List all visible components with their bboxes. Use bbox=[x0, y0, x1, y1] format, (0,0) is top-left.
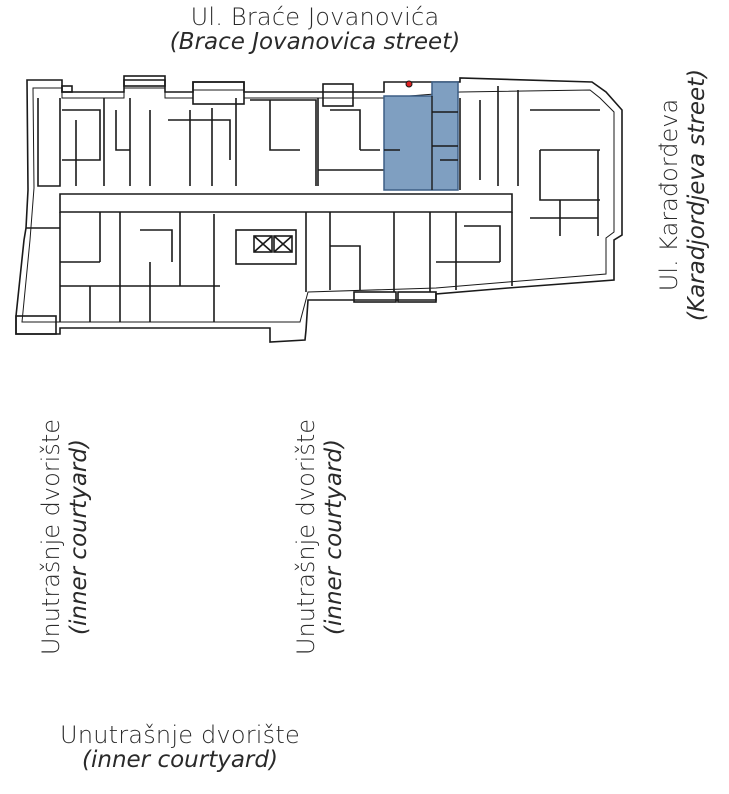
location-marker bbox=[405, 80, 413, 88]
corridor bbox=[59, 193, 513, 213]
building-outline bbox=[15, 77, 623, 343]
courtyard-label-left: Unutrašnje dvorište (inner courtyard) bbox=[36, 387, 92, 687]
balcony bbox=[61, 85, 73, 93]
elevator-cross bbox=[253, 235, 293, 253]
stair-core bbox=[235, 229, 297, 265]
courtyard-name-left-en: (inner courtyard) bbox=[65, 439, 92, 635]
courtyard-name-middle-en: (inner courtyard) bbox=[320, 439, 347, 635]
courtyard-name-left: Unutrašnje dvorište bbox=[36, 418, 65, 656]
courtyard-label-middle: Unutrašnje dvorište (inner courtyard) bbox=[291, 387, 347, 687]
rooms-right bbox=[459, 86, 600, 286]
balcony bbox=[192, 81, 245, 105]
street-name-top-en: (Brace Jovanovica street) bbox=[169, 29, 461, 56]
balcony bbox=[322, 83, 354, 107]
elevator bbox=[273, 235, 293, 253]
building-outline-inner bbox=[21, 87, 615, 323]
highlighted-apartment[interactable] bbox=[383, 81, 459, 191]
balcony bbox=[15, 315, 57, 335]
courtyard-name-bottom: Unutrašnje dvorište bbox=[60, 721, 300, 749]
highlighted-apartment-walls bbox=[384, 96, 458, 190]
balcony bbox=[353, 291, 397, 303]
street-name-right-en: (Karadjordjeva street) bbox=[683, 68, 710, 322]
courtyard-label-bottom: Unutrašnje dvorište (inner courtyard) bbox=[20, 722, 340, 774]
street-name-top: Ul. Braće Jovanovića bbox=[190, 3, 440, 31]
street-label-right: Ul. Karađorđeva (Karadjordjeva street) bbox=[654, 40, 710, 350]
rooms-lower-middle bbox=[305, 212, 501, 292]
street-label-top: Ul. Braće Jovanovića (Brace Jovanovica s… bbox=[150, 4, 480, 56]
courtyard-name-middle: Unutrašnje dvorište bbox=[291, 418, 320, 656]
balcony bbox=[397, 291, 437, 303]
courtyard-name-bottom-en: (inner courtyard) bbox=[82, 747, 278, 774]
rooms-lower-left bbox=[26, 212, 220, 322]
street-name-right: Ul. Karađorđeva bbox=[654, 98, 683, 292]
elevator bbox=[253, 235, 273, 253]
balcony bbox=[123, 75, 166, 87]
rooms-middle bbox=[317, 98, 384, 186]
rooms-left bbox=[37, 98, 317, 187]
